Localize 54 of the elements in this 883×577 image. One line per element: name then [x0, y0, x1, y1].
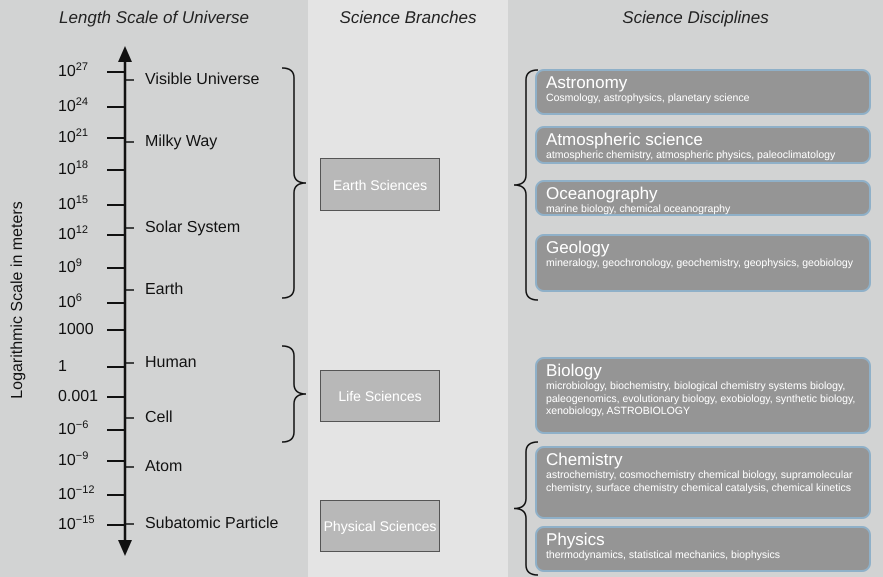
- discipline-fields: atmospheric chemistry, atmospheric physics, paleoclimatology: [546, 149, 861, 162]
- discipline-box: [535, 234, 871, 292]
- discipline-fields: thermodynamics, statistical mechanics, biophysics: [546, 549, 861, 562]
- discipline-fields: marine biology, chemical oceanography: [546, 203, 861, 216]
- discipline-box: [535, 526, 871, 572]
- column-panel: [308, 0, 508, 577]
- object-label: Atom: [145, 458, 182, 476]
- discipline-fields: astrochemistry, cosmochemistry chemical biology, supramolecular chemistry, surface chemistry chemical catalysis, chemical kinetics: [546, 469, 861, 494]
- discipline-box: [535, 126, 871, 164]
- column-heading: Length Scale of Universe: [58, 8, 250, 28]
- discipline-title: Geology: [546, 238, 610, 257]
- discipline-title: Atmospheric science: [546, 130, 704, 149]
- axis-title: Logarithmic Scale in meters: [9, 201, 27, 399]
- object-label: Cell: [145, 409, 173, 427]
- discipline-title: Physics: [546, 530, 606, 549]
- branch-box: Physical Sciences: [320, 500, 440, 552]
- tick-label: 10$^{9}$: [58, 259, 82, 277]
- branch-box: Earth Sciences: [320, 158, 440, 211]
- column-heading: Science Branches: [338, 8, 478, 28]
- discipline-box: [535, 357, 871, 434]
- tick-label: 10$^{27}$: [58, 63, 88, 81]
- column-heading: Science Disciplines: [621, 8, 770, 28]
- tick-label: 10$^{12}$: [58, 226, 88, 244]
- tick-label: 10$^{6}$: [58, 294, 82, 312]
- discipline-title: Chemistry: [546, 450, 624, 469]
- tick-label: 10$^{18}$: [58, 161, 88, 179]
- tick-label: 10$^{21}$: [58, 129, 88, 147]
- tick-label: 1: [58, 358, 67, 376]
- discipline-fields: microbiology, biochemistry, biological chemistry systems biology, paleogenomics, evolutionary biology, exobiology, synthetic biology, xenobiology, ASTROBIOLOGY: [546, 380, 861, 418]
- tick-label: 0.001: [58, 388, 98, 406]
- object-label: Earth: [145, 281, 184, 299]
- discipline-box: [535, 446, 871, 519]
- discipline-fields: Cosmology, astrophysics, planetary science: [546, 92, 861, 104]
- object-label: Visible Universe: [145, 71, 260, 89]
- branch-box: Life Sciences: [320, 370, 440, 422]
- discipline-box: [535, 180, 871, 216]
- object-label: Milky Way: [145, 133, 218, 151]
- discipline-box: [535, 69, 871, 115]
- discipline-title: Astronomy: [546, 73, 628, 92]
- object-label: Solar System: [145, 219, 240, 237]
- tick-label: 10$^{−15}$: [58, 516, 94, 534]
- tick-label: 10$^{−12}$: [58, 486, 94, 504]
- tick-label: 10$^{−6}$: [58, 421, 88, 439]
- tick-label: 1000: [58, 321, 94, 339]
- discipline-title: Oceanography: [546, 184, 659, 203]
- column-panel: [508, 0, 883, 577]
- tick-label: 10$^{15}$: [58, 196, 88, 214]
- object-label: Subatomic Particle: [145, 515, 278, 533]
- tick-label: 10$^{−9}$: [58, 452, 88, 470]
- tick-label: 10$^{24}$: [58, 98, 88, 116]
- object-label: Human: [145, 354, 197, 372]
- discipline-title: Biology: [546, 361, 603, 380]
- column-panel: [0, 0, 308, 577]
- discipline-fields: mineralogy, geochronology, geochemistry, geophysics, geobiology: [546, 257, 861, 270]
